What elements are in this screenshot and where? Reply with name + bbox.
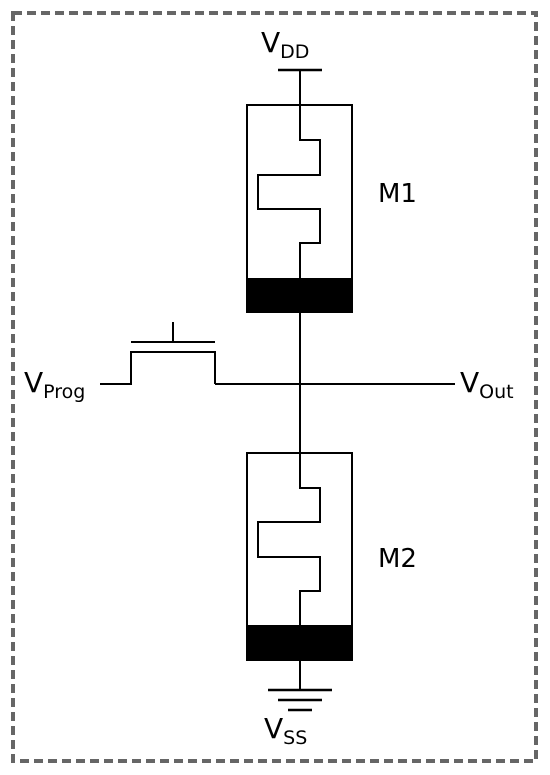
vprog-label: VProg	[24, 366, 85, 403]
ground-symbol	[268, 660, 332, 712]
memristor-m2	[246, 452, 353, 661]
dashed-border	[11, 11, 538, 763]
vdd-label: VDD	[261, 26, 309, 63]
m1-label: M1	[378, 179, 417, 209]
memristor-m1	[246, 104, 353, 313]
m2-polarity-band	[247, 625, 352, 660]
vout-label: VOut	[460, 366, 514, 403]
m2-label: M2	[378, 544, 417, 574]
vss-label: VSS	[264, 712, 307, 749]
program-transistor	[100, 322, 216, 385]
vdd-terminal	[278, 68, 322, 105]
m1-polarity-band	[247, 278, 352, 312]
